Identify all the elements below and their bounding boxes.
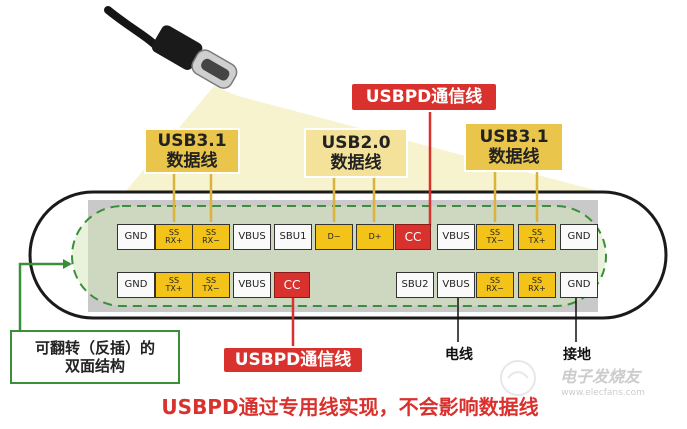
bottom-pin-10: GND <box>560 272 598 298</box>
bottom-pin-9: SS RX+ <box>518 272 556 298</box>
usb31-left-label: USB3.1 数据线 <box>144 128 240 174</box>
top-pin-5: SBU1 <box>274 224 312 250</box>
footer-caption: USBPD通过专用线实现，不会影响数据线 <box>161 395 539 419</box>
bottom-pin-1: GND <box>117 272 155 298</box>
top-pin-9: VBUS <box>437 224 475 250</box>
bottom-pin-2: SS TX+ <box>155 272 193 298</box>
watermark-text: 电子发烧友 <box>559 367 640 387</box>
top-pin-2: SS RX+ <box>155 224 193 250</box>
top-pin-3: SS RX− <box>192 224 230 250</box>
bottom-pin-7: VBUS <box>437 272 475 298</box>
ground-label: 接地 <box>563 346 591 363</box>
usb31-right-label: USB3.1 数据线 <box>464 122 564 172</box>
top-pin-10: SS TX− <box>476 224 514 250</box>
bottom-pin-8: SS RX− <box>476 272 514 298</box>
power-line-label: 电线 <box>445 346 473 363</box>
top-pin-12: GND <box>560 224 598 250</box>
bottom-pin-6: SBU2 <box>396 272 434 298</box>
plug-icon <box>151 25 238 89</box>
top-pin-6: D− <box>315 224 353 250</box>
reversible-structure-label: 可翻转（反插）的 双面结构 <box>10 330 180 384</box>
top-pin-1: GND <box>117 224 155 250</box>
usbpd-top-label: USBPD通信线 <box>350 82 498 112</box>
bottom-pin-3: SS TX− <box>192 272 230 298</box>
flip-arrow-icon <box>63 259 72 269</box>
usb20-label: USB2.0 数据线 <box>304 128 408 178</box>
cable-icon <box>104 6 164 54</box>
watermark-url: www.elecfans.com <box>561 387 645 398</box>
watermark-logo-icon <box>500 360 536 396</box>
usbpd-bottom-label: USBPD通信线 <box>222 346 364 374</box>
top-pin-7: D+ <box>356 224 394 250</box>
top-pin-8: CC <box>395 224 431 250</box>
top-pin-4: VBUS <box>233 224 271 250</box>
bottom-pin-4: VBUS <box>233 272 271 298</box>
leader-flip <box>18 262 70 330</box>
top-pin-11: SS TX+ <box>518 224 556 250</box>
bottom-pin-5: CC <box>274 272 310 298</box>
